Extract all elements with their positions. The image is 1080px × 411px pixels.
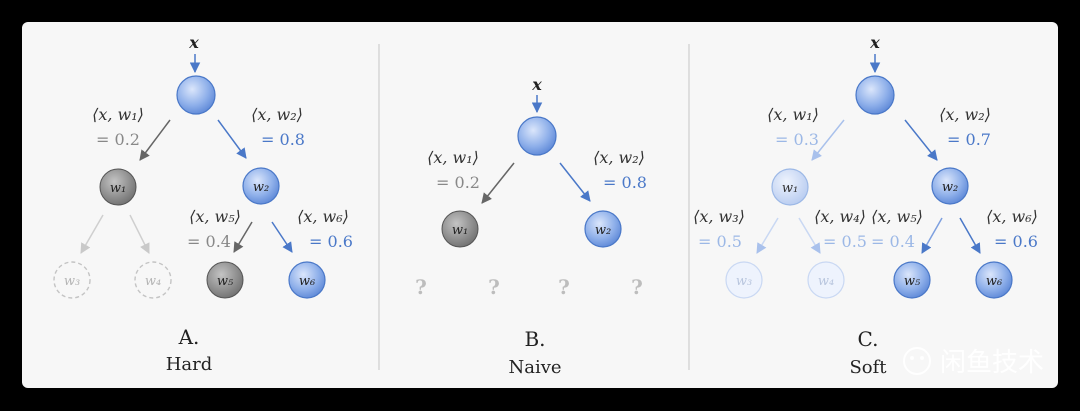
edge-label-w1-b: ⟨x, w₁⟩: [427, 148, 479, 167]
edge-value-w1-c: = 0.3: [775, 130, 819, 149]
edge-label-w2: ⟨x, w₂⟩: [251, 105, 303, 124]
canvas-background: [22, 22, 1058, 388]
edge-label-w6: ⟨x, w₆⟩: [297, 207, 349, 226]
node-w1-b-label: w₁: [452, 223, 468, 238]
root-node-c: [855, 75, 895, 115]
node-w5-c-label: w₅: [904, 274, 921, 289]
edge-root-w1: [139, 119, 171, 161]
edge-value-w2-b: = 0.8: [603, 173, 647, 192]
node-w6-c: [975, 261, 1013, 299]
edge-label-w6-c: ⟨x, w₆⟩: [986, 207, 1038, 226]
edge-label-w1-c: ⟨x, w₁⟩: [767, 105, 819, 124]
edge-value-w2-c: = 0.7: [947, 130, 991, 149]
edge-value-w6: = 0.6: [309, 232, 353, 251]
edge-value-w1-b: = 0.2: [436, 173, 480, 192]
edge-root-w2: [217, 119, 247, 159]
panel-c-letter: C.: [858, 327, 879, 351]
node-w6-c-label: w₆: [986, 274, 1002, 289]
panel-b-letter: B.: [524, 327, 545, 351]
panel-b-name: Naive: [508, 357, 561, 378]
node-w3-label: w₃: [64, 274, 80, 289]
node-w2: [242, 167, 280, 205]
panel-c-name: Soft: [849, 357, 887, 378]
unknown-1: ?: [415, 275, 427, 299]
unknown-3: ?: [558, 275, 570, 299]
node-w1-b: [441, 210, 479, 248]
node-w3: [53, 261, 91, 299]
unknown-2: ?: [488, 275, 500, 299]
edge-label-w1: ⟨x, w₁⟩: [92, 105, 144, 124]
node-w5-label: w₅: [217, 274, 234, 289]
input-x-label: x: [188, 33, 199, 52]
edge-label-w3-c: ⟨x, w₃⟩: [693, 207, 745, 226]
edge-value-w4-c: = 0.5: [823, 232, 867, 251]
node-w2-c: [931, 167, 969, 205]
watermark: 闲鱼技术: [903, 347, 1044, 378]
edge-value-w3-c: = 0.5: [698, 232, 742, 251]
node-w4-label: w₄: [145, 274, 161, 289]
node-w2-b-label: w₂: [595, 223, 611, 238]
node-w2-c-label: w₂: [942, 180, 958, 195]
panel-a-name: Hard: [166, 354, 213, 375]
node-w2-label: w₂: [253, 180, 269, 195]
edge-value-w5: = 0.4: [187, 232, 231, 251]
edge-label-w5-c: ⟨x, w₅⟩: [871, 207, 923, 226]
panel-a-letter: A.: [178, 325, 200, 349]
input-x-label-c: x: [869, 33, 880, 52]
node-w3-c: [725, 261, 763, 299]
edge-value-w1: = 0.2: [96, 130, 140, 149]
edge-label-w2-b: ⟨x, w₂⟩: [593, 148, 645, 167]
node-w5-c: [893, 261, 931, 299]
node-w3-c-label: w₃: [736, 274, 752, 289]
wechat-icon: [903, 347, 931, 375]
input-x-label-b: x: [531, 75, 542, 94]
node-w4: [134, 261, 172, 299]
edge-value-w5-c: = 0.4: [871, 232, 915, 251]
node-w1-label: w₁: [110, 181, 126, 196]
edge-value-w6-c: = 0.6: [994, 232, 1038, 251]
node-w2-b: [584, 210, 622, 248]
unknown-4: ?: [631, 275, 643, 299]
panel-naive: x ⟨x, w₁⟩ = 0.2 ⟨x, w₂⟩ = 0.8 w₁ w₂ ? ? …: [415, 75, 647, 378]
root-node: [176, 75, 216, 115]
node-w5: [206, 261, 244, 299]
edge-label-w2-c: ⟨x, w₂⟩: [939, 105, 991, 124]
node-w1-c-label: w₁: [782, 181, 798, 196]
root-node-b: [517, 116, 557, 156]
node-w1: [99, 168, 137, 206]
panel-hard: x ⟨x, w₁⟩ = 0.2 ⟨x, w₂⟩ = 0.8 w₁ w₂ ⟨x, …: [53, 33, 353, 375]
node-w4-c-label: w₄: [818, 274, 834, 289]
node-w4-c: [807, 261, 845, 299]
panel-soft: x ⟨x, w₁⟩ = 0.3 ⟨x, w₂⟩ = 0.7 w₁ w₂ ⟨x, …: [693, 33, 1038, 378]
edge-label-w4-c: ⟨x, w₄⟩: [814, 207, 866, 226]
node-w6: [288, 261, 326, 299]
edge-value-w2: = 0.8: [261, 130, 305, 149]
node-w1-c: [771, 168, 809, 206]
edge-label-w5: ⟨x, w₅⟩: [189, 207, 241, 226]
node-w6-label: w₆: [299, 274, 315, 289]
watermark-text: 闲鱼技术: [940, 348, 1044, 378]
